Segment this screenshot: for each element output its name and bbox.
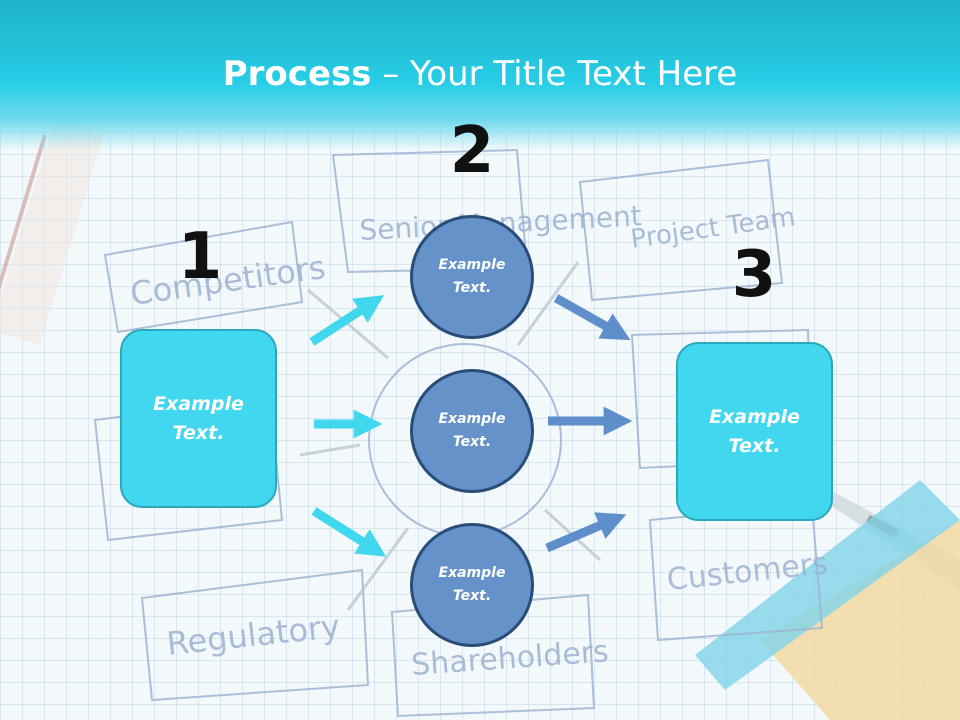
step-number-3: 3 — [731, 238, 777, 312]
title-bold: Process — [222, 54, 372, 94]
arrow-1-to-2c — [311, 507, 387, 557]
step-3-box: Example Text. — [676, 342, 833, 521]
slide-title: Process – Your Title Text Here — [0, 52, 960, 96]
sticky-notes — [695, 480, 960, 720]
step-number-1: 1 — [177, 220, 223, 294]
title-rest: – Your Title Text Here — [371, 54, 738, 94]
title-bar — [0, 0, 960, 150]
arrow-2c-to-3 — [545, 512, 627, 553]
arrow-2a-to-3 — [553, 294, 631, 341]
step-2-circle-top: Example Text. — [410, 215, 534, 339]
step-number-2: 2 — [449, 114, 495, 188]
step-2-circle-bottom: Example Text. — [410, 523, 534, 647]
arrow-1-to-2a — [309, 295, 385, 346]
step-1-box: Example Text. — [120, 329, 277, 508]
step-2-circle-middle: Example Text. — [410, 369, 534, 493]
ruler-decoration — [0, 120, 105, 345]
